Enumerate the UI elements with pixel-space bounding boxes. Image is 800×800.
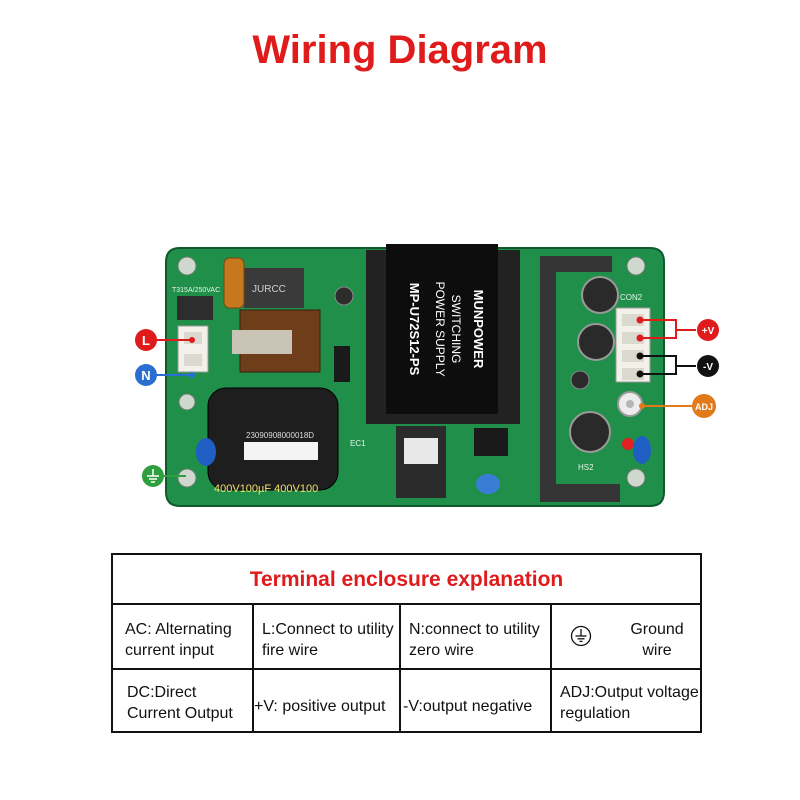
module-model: MP-U72S12-PS xyxy=(407,283,422,376)
page-title: Wiring Diagram xyxy=(252,28,548,72)
fuse xyxy=(177,296,213,320)
hs-label: HS2 xyxy=(578,463,594,472)
positive-badge xyxy=(697,319,719,341)
terminal-table: Terminal enclosure explanation AC: Alter… xyxy=(111,553,702,733)
ic-chip xyxy=(474,428,508,456)
table-cell-neg: -V:output negative xyxy=(403,698,533,715)
choke-label: JURCC xyxy=(252,284,286,295)
ec-label: EC1 xyxy=(350,439,366,448)
ground-text: Ground wire xyxy=(630,621,684,659)
red-led xyxy=(622,438,634,450)
coil xyxy=(223,257,245,309)
ground-badge-icon xyxy=(147,469,159,483)
heatsink-right xyxy=(540,256,620,502)
barcode-text: 23090908000018D xyxy=(246,431,314,440)
y-capacitor xyxy=(196,438,216,466)
module-type-2: POWER SUPPLY xyxy=(433,281,447,376)
fuse-label: T315A/250VAC xyxy=(172,287,220,294)
blue-capacitor xyxy=(476,474,500,494)
table-cell-ac: AC: Alternating current input xyxy=(125,621,232,659)
col-divider xyxy=(399,605,401,731)
col-divider xyxy=(252,605,254,731)
table-cell-ground: Ground wire xyxy=(552,609,700,668)
row-divider xyxy=(113,668,700,670)
mount-hole xyxy=(177,468,197,488)
output-capacitor xyxy=(581,276,619,314)
capacitor-label: 400V100µF 400V100 xyxy=(214,483,318,495)
module-type-1: SWITCHING xyxy=(449,295,463,364)
small-capacitor xyxy=(334,286,354,306)
table-cell-l: L:Connect to utility fire wire xyxy=(262,621,394,659)
negative-bracket xyxy=(640,355,696,375)
negative-badge xyxy=(697,355,719,377)
col-divider xyxy=(550,605,552,731)
y-capacitor xyxy=(633,436,651,464)
mount-hole xyxy=(626,256,646,276)
live-badge-label: L xyxy=(142,333,150,348)
common-mode-choke xyxy=(244,268,304,308)
table-cell-adj: ADJ:Output voltage regulation xyxy=(560,684,699,722)
output-capacitor xyxy=(569,411,611,453)
module-label: MUNPOWER SWITCHING POWER SUPPLY MP-U72S1… xyxy=(407,281,486,376)
neutral-badge xyxy=(135,364,157,386)
power-module xyxy=(386,244,498,414)
positive-badge-label: +V xyxy=(702,326,715,337)
diode xyxy=(334,346,350,382)
table-cell-n: N:connect to utility zero wire xyxy=(409,621,540,659)
adj-badge xyxy=(692,394,716,418)
positive-bracket xyxy=(640,319,696,339)
live-badge xyxy=(135,329,157,351)
module-brand: MUNPOWER xyxy=(471,290,486,369)
barcode xyxy=(244,442,318,460)
table-cell-pos: +V: positive output xyxy=(254,698,386,715)
power-supply-board: T315A/250VAC JURCC 23090908000018D 400V1… xyxy=(135,244,719,507)
mount-hole xyxy=(178,393,196,411)
small-capacitor xyxy=(570,370,590,390)
output-capacitor xyxy=(577,323,615,361)
adj-badge-label: ADJ xyxy=(695,402,713,412)
table-cell-dc: DC:Direct Current Output xyxy=(127,684,233,722)
neutral-badge-label: N xyxy=(141,368,150,383)
negative-badge-label: -V xyxy=(703,362,713,373)
ground-icon xyxy=(570,625,592,647)
con-label: CON2 xyxy=(620,293,643,302)
table-header: Terminal enclosure explanation xyxy=(113,555,700,605)
mount-hole xyxy=(626,468,646,488)
mount-hole xyxy=(177,256,197,276)
